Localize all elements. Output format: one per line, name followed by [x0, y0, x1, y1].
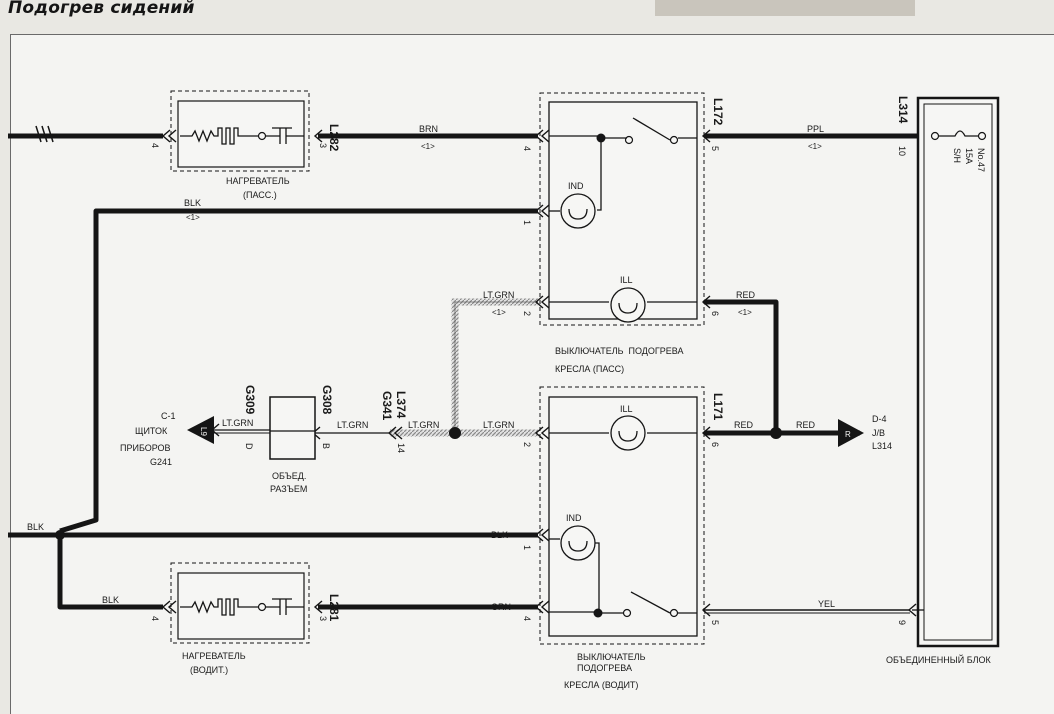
switch-drv-label-3: КРЕСЛА (ВОДИТ)	[564, 680, 638, 690]
wire-label-ltgrn-left3: LT.GRN	[222, 418, 253, 428]
wire-blk-top	[59, 208, 538, 534]
connector-l374: L374	[394, 391, 408, 419]
wire-label-grn: GRN	[491, 602, 511, 612]
wire-ltgrn-up-edge	[454, 301, 538, 433]
connector-l314: L314	[896, 96, 910, 124]
junction-block	[912, 96, 1000, 648]
joint-connector-label-1: ОБЪЕД.	[272, 471, 306, 481]
joint-connector-label-2: РАЗЪЕМ	[270, 484, 307, 494]
gauge-label-4: G241	[150, 457, 172, 467]
pin-heater-drv-in: 4	[150, 616, 160, 621]
d4-label-1: D-4	[872, 414, 887, 424]
d4-label-2: J/B	[872, 428, 885, 438]
pin-sw-pass-5: 5	[710, 146, 720, 151]
pin-heater-pass-in: 4	[150, 143, 160, 148]
pin-sw-drv-2: 2	[522, 442, 532, 447]
heater-drv-label-1: НАГРЕВАТЕЛЬ	[182, 651, 246, 661]
fuse-label-3: S/H	[952, 148, 962, 163]
pin-sw-pass-6: 6	[710, 311, 720, 316]
gauge-arrow	[187, 416, 214, 444]
wire-label-blk-left: BLK	[27, 522, 44, 532]
wire-label-blk-top: BLK	[184, 198, 201, 208]
joint-connector	[269, 396, 316, 460]
pin-sw-drv-4: 4	[522, 616, 532, 621]
d4-pin-label: R	[845, 430, 851, 439]
switch-pass-label-1: ВЫКЛЮЧАТЕЛЬ ПОДОГРЕВА	[555, 346, 683, 356]
pin-jb-10: 10	[897, 146, 907, 156]
wire-note-blk: <1>	[186, 213, 200, 222]
heater-pass	[170, 90, 310, 172]
connector-l172: L172	[711, 98, 725, 126]
switch-drv-label-1: ВЫКЛЮЧАТЕЛЬ	[577, 652, 646, 662]
switch-pass	[539, 92, 705, 326]
ind-label-pass: IND	[568, 181, 584, 191]
pin-g-b: B	[321, 443, 331, 449]
d4-arrow	[838, 419, 864, 447]
pin-sw-drv-6: 6	[710, 442, 720, 447]
ill-label-pass: ILL	[620, 275, 633, 285]
connector-l281: L281	[327, 594, 341, 622]
top-tab	[655, 0, 915, 16]
pin-g-d: D	[244, 443, 254, 450]
switch-driver	[539, 386, 705, 645]
pin-sw-pass-1: 1	[522, 220, 532, 225]
wire-note-brn: <1>	[421, 142, 435, 151]
pin-heater-drv-out: 3	[318, 616, 328, 621]
pin-heater-pass-out: 3	[318, 143, 328, 148]
wire-label-ltgrn-left2: LT.GRN	[337, 420, 368, 430]
connector-l282: L282	[327, 124, 341, 152]
heater-drv-label-2: (ВОДИТ.)	[190, 665, 228, 675]
connector-g308: G308	[320, 385, 334, 415]
pin-jb-9: 9	[897, 620, 907, 625]
ill-label-drv: ILL	[620, 404, 633, 414]
gauge-label-1: C-1	[161, 411, 176, 421]
wire-label-red-right: RED	[796, 420, 816, 430]
heater-driver	[170, 562, 310, 644]
wire-note-red: <1>	[738, 308, 752, 317]
fuse-label-2: 15A	[964, 148, 974, 164]
wire-label-red-mid: RED	[734, 420, 754, 430]
wire-label-yel: YEL	[818, 599, 835, 609]
connector-l171: L171	[711, 393, 725, 421]
wire-label-brn: BRN	[419, 124, 438, 134]
switch-pass-label-2: КРЕСЛА (ПАСС)	[555, 364, 624, 374]
wire-label-blk-bottom: BLK	[102, 595, 119, 605]
fuse-label-1: No.47	[976, 148, 986, 172]
splice-red	[770, 427, 782, 439]
pin-g-14: 14	[396, 443, 406, 453]
pin-sw-pass-4: 4	[522, 146, 532, 151]
wire-label-blk-mid: BLK	[491, 530, 508, 540]
page-title: Подогрев сидений	[8, 0, 195, 18]
wire-label-ltgrn-up: LT.GRN	[483, 290, 514, 300]
connector-g341: G341	[380, 391, 394, 421]
wire-ltgrn-up	[451, 298, 538, 433]
splice-blk	[55, 530, 65, 540]
junction-block-label: ОБЪЕДИНЕННЫЙ БЛОК	[886, 654, 992, 665]
wire-note-ltgrn: <1>	[492, 308, 506, 317]
gauge-label-3: ПРИБОРОВ	[120, 443, 171, 453]
wire-red-loop	[704, 299, 779, 433]
switch-drv-label-2: ПОДОГРЕВА	[577, 663, 632, 673]
ind-label-drv: IND	[566, 513, 582, 523]
wire-break-marker	[35, 125, 54, 143]
wire-label-ltgrn-left1: LT.GRN	[408, 420, 439, 430]
pin-sw-drv-5: 5	[710, 620, 720, 625]
splice-ltgrn	[449, 427, 461, 439]
gauge-pin-label: L9	[199, 427, 208, 436]
pin-sw-pass-2: 2	[522, 311, 532, 316]
d4-label-3: L314	[872, 441, 892, 451]
gauge-label-2: ЩИТОК	[135, 426, 168, 436]
heater-pass-label-1: НАГРЕВАТЕЛЬ	[226, 176, 290, 186]
wire-note-ppl: <1>	[808, 142, 822, 151]
pin-sw-drv-1: 1	[522, 545, 532, 550]
wire-blk-bottom	[57, 535, 163, 610]
connector-g309: G309	[243, 385, 257, 415]
heater-pass-label-2: (ПАСС.)	[243, 190, 277, 200]
wire-label-red-top: RED	[736, 290, 756, 300]
wire-label-ppl: PPL	[807, 124, 824, 134]
wire-label-ltgrn-mid: LT.GRN	[483, 420, 514, 430]
